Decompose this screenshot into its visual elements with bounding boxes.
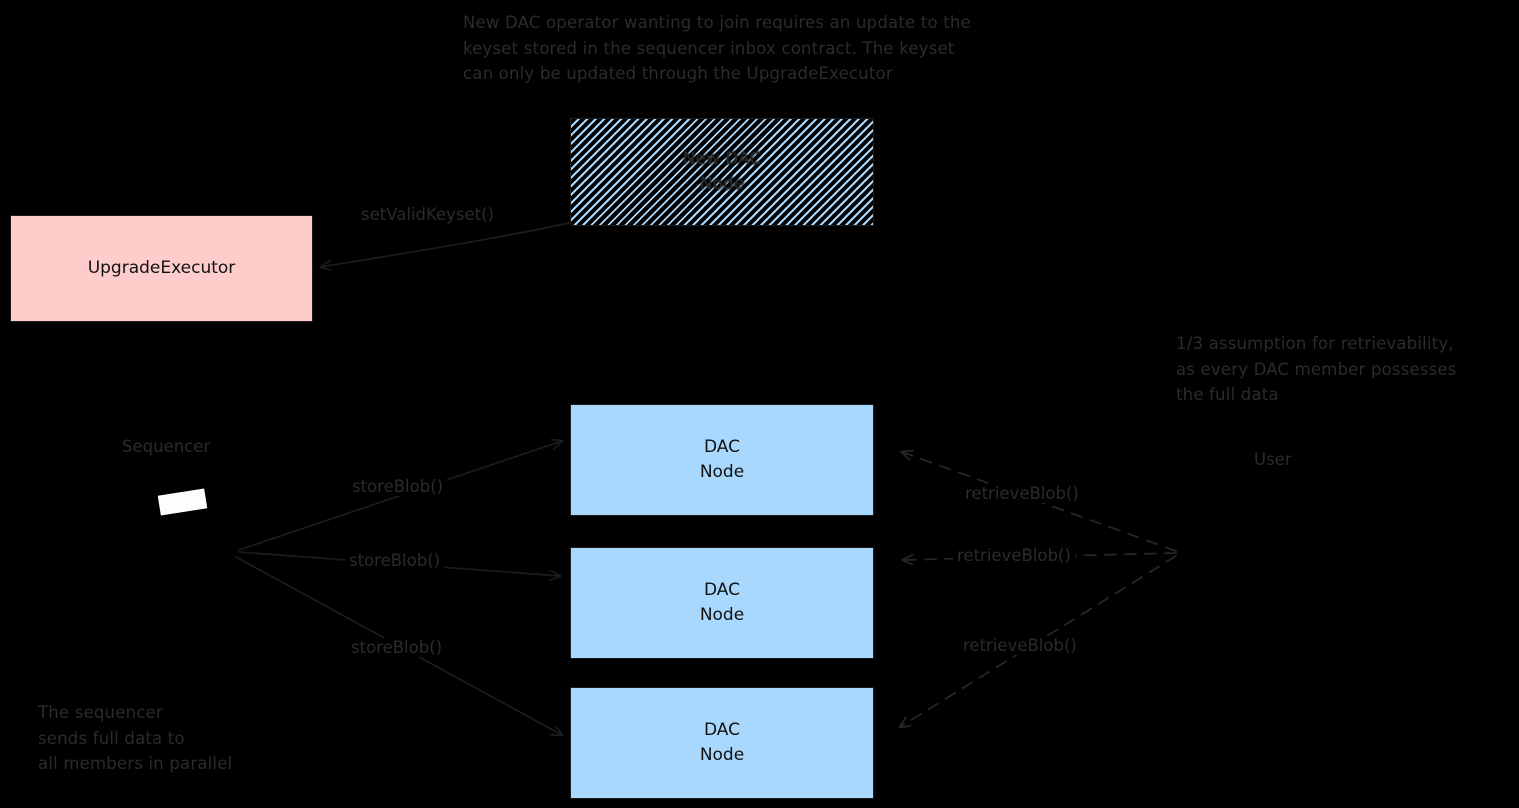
node-dac-node-2-line2: Node xyxy=(699,605,745,625)
node-dac-node-1-line2: Node xyxy=(699,462,745,482)
edge-label-retrieve-blob-3: retrieveBlob() xyxy=(959,636,1081,655)
annotation-right: 1/3 assumption for retrievability, as ev… xyxy=(1176,334,1457,404)
node-dac-node-2-line1: DAC xyxy=(704,580,740,600)
node-dac-node-1-line1: DAC xyxy=(704,437,740,457)
actor-label-sequencer: Sequencer xyxy=(122,437,211,456)
edge-label-retrieve-blob-2: retrieveBlob() xyxy=(953,546,1075,565)
edge-label-store-blob-3: storeBlob() xyxy=(347,638,447,657)
node-upgrade-executor-label: UpgradeExecutor xyxy=(87,258,236,278)
node-new-dac-node-line1: New DAC xyxy=(682,149,762,169)
edge-retrieve-blob-2 xyxy=(903,552,1177,560)
node-dac-node-3-line1: DAC xyxy=(704,720,740,740)
edge-label-retrieve-blob-1: retrieveBlob() xyxy=(961,484,1083,503)
node-dac-node-3[interactable]: DAC Node xyxy=(570,687,874,799)
edge-label-set-valid-keyset: setValidKeyset() xyxy=(357,205,498,224)
edge-set-valid-keyset xyxy=(321,222,570,267)
edge-label-store-blob-2: storeBlob() xyxy=(345,551,445,570)
annotation-top: New DAC operator wanting to join require… xyxy=(463,13,971,83)
node-dac-node-3-line2: Node xyxy=(699,745,745,765)
node-upgrade-executor[interactable]: UpgradeExecutor xyxy=(10,215,313,322)
node-new-dac-node[interactable]: New DAC Node xyxy=(570,118,874,226)
node-dac-node-2[interactable]: DAC Node xyxy=(570,547,874,659)
actor-label-user: User xyxy=(1254,450,1292,469)
node-dac-node-1[interactable]: DAC Node xyxy=(570,404,874,516)
edge-label-store-blob-1: storeBlob() xyxy=(348,477,448,496)
node-new-dac-node-line2: Node xyxy=(699,174,745,194)
annotation-bottom: The sequencer sends full data to all mem… xyxy=(38,703,233,773)
